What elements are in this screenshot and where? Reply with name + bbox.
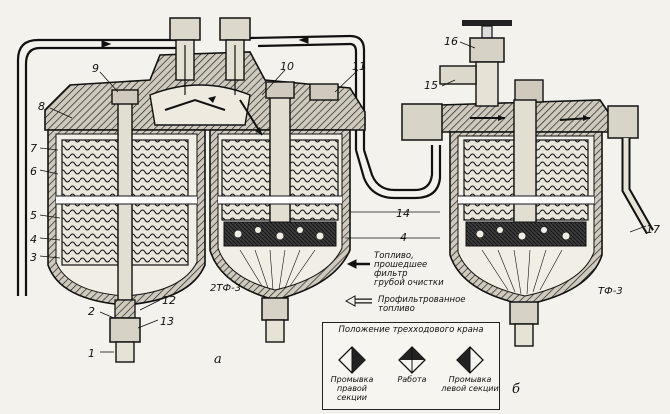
- valve-position-box: Положение трехходового крана Промывка пр…: [322, 322, 500, 410]
- legend-arrows: [344, 259, 372, 307]
- legend-coarse-line3: фильтр: [374, 269, 408, 279]
- pipe-flow-arrows: [101, 36, 309, 48]
- callout-10: 10: [280, 60, 294, 73]
- callout-12: 12: [162, 294, 176, 307]
- callout-11: 11: [352, 60, 366, 73]
- valve-caption-1a: Промывка: [330, 375, 374, 384]
- legend-coarse-line1: Топливо,: [374, 251, 414, 261]
- model-label-left: 2ТФ-3: [210, 283, 242, 294]
- legend-fine-line2: топливо: [378, 304, 415, 314]
- callout-14: 14: [396, 207, 410, 220]
- callout-7: 7: [30, 142, 37, 155]
- valve-diamond-icon: [398, 346, 426, 374]
- valve-diamond-icon: [338, 346, 366, 374]
- callout-1: 1: [88, 347, 95, 360]
- subfigure-label-a: а: [214, 352, 222, 367]
- valve-caption-3a: Промывка: [448, 375, 492, 384]
- valve-box-title: Положение трехходового крана: [338, 325, 484, 335]
- callout-8: 8: [38, 100, 45, 113]
- legend-filtered-fuel: Профильтрованное топливо: [378, 296, 466, 314]
- callout-9: 9: [92, 62, 99, 75]
- callout-13: 13: [160, 315, 174, 328]
- valve-position-flush-left: Промывка левой секции: [441, 345, 499, 393]
- legend-coarse-line4: грубой очистки: [374, 278, 444, 288]
- legend-coarse-fuel: Топливо, прошедшее фильтр грубой очистки: [374, 252, 444, 288]
- callout-16: 16: [444, 35, 458, 48]
- valve-caption-1b: правой секции: [336, 384, 368, 402]
- callout-3: 3: [30, 251, 37, 264]
- legend-fine-line1: Профильтрованное: [378, 295, 466, 305]
- left-filter-2tf3: [44, 17, 366, 363]
- leader-lines: [39, 41, 647, 353]
- valve-position-flush-right: Промывка правой секции: [323, 345, 381, 402]
- callout-4-right: 4: [400, 231, 407, 244]
- callout-4: 4: [30, 233, 37, 246]
- valve-diamond-icon: [456, 346, 484, 374]
- valve-caption-2a: Работа: [397, 375, 427, 384]
- outer-fuel-pipe: [16, 34, 442, 296]
- callout-5: 5: [30, 209, 37, 222]
- callout-6: 6: [30, 165, 37, 178]
- legend-coarse-line2: прошедшее: [374, 260, 428, 270]
- valve-position-work: Работа: [383, 345, 441, 384]
- right-filter-tf3: [401, 20, 654, 347]
- subfigure-label-b: б: [512, 382, 520, 397]
- callout-2: 2: [88, 305, 95, 318]
- model-label-right: ТФ-3: [598, 286, 623, 297]
- callout-15: 15: [424, 79, 438, 92]
- valve-caption-3b: левой секции: [441, 384, 499, 393]
- callout-17: 17: [646, 223, 660, 236]
